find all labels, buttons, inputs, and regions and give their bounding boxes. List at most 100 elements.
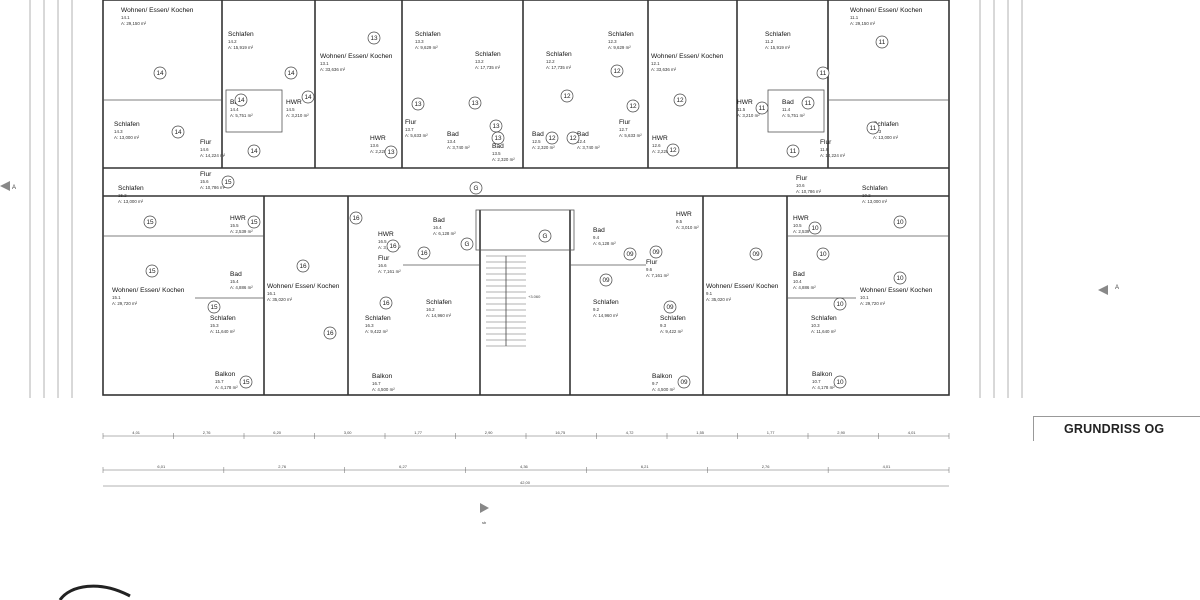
unit-badge-label: 09: [626, 251, 634, 258]
unit-badge: 14: [247, 144, 261, 158]
room-name: Schlafen: [608, 31, 634, 38]
room-number: 14.1: [121, 15, 130, 20]
unit-badge-label: 11: [790, 148, 797, 155]
unit-badge-label: 11: [805, 100, 812, 107]
room-name: Flur: [619, 119, 631, 126]
room-name: Schlafen: [873, 121, 899, 128]
room-name: Balkon: [812, 371, 832, 378]
dimension-value: 1,55: [696, 430, 705, 435]
unit-badge-label: 12: [569, 135, 577, 142]
room-name: HWR: [230, 215, 246, 222]
unit-badge: 15: [143, 215, 157, 229]
unit-badge-label: 15: [146, 219, 154, 226]
room-area: A: 15,919 m²: [228, 45, 254, 50]
room-area: A: 5,751 m²: [230, 113, 253, 118]
room-area: A: 15,919 m²: [765, 45, 791, 50]
unit-badge-label: 13: [387, 149, 395, 156]
room-area: A: 9,629 m²: [608, 45, 631, 50]
room-area: A: 4,886 m²: [230, 285, 253, 290]
unit-badge-label: 15: [148, 268, 156, 275]
room-area: A: 2,320 m²: [532, 145, 555, 150]
room-name: Balkon: [372, 373, 392, 380]
unit-badge: 15: [239, 375, 253, 389]
unit-badge-label: 15: [242, 379, 250, 386]
room-number: 11.2: [765, 39, 774, 44]
room-name: Schlafen: [593, 299, 619, 306]
room-area: A: 2,228 m²: [652, 149, 675, 154]
room-name: Wohnen/ Essen/ Kochen: [651, 53, 724, 60]
room-name: Flur: [200, 139, 212, 146]
room-name: Wohnen/ Essen/ Kochen: [121, 7, 194, 14]
unit-badge-label: 16: [382, 300, 390, 307]
room-area: A: 13,000 m²: [114, 135, 140, 140]
room-area: A: 14,960 m²: [593, 313, 619, 318]
section-arrow-left-icon: [0, 181, 10, 191]
unit-badge-label: 12: [563, 93, 571, 100]
unit-badge: 11: [786, 144, 800, 158]
room-area: A: 9,629 m²: [415, 45, 438, 50]
unit-badge: 15: [145, 264, 159, 278]
room-area: A: 14,960 m²: [426, 313, 452, 318]
unit-badge-label: 12: [669, 147, 677, 154]
section-label-left: A: [12, 185, 16, 191]
unit-badge: 09: [623, 247, 637, 261]
section-arrow-right-icon: [1098, 285, 1108, 295]
room-number: 12.4: [577, 139, 586, 144]
room-number: 9.6: [646, 267, 653, 272]
room-name: Schlafen: [811, 315, 837, 322]
room-name: Bad: [593, 227, 605, 234]
unit-badge-label: 15: [250, 219, 258, 226]
unit-badge: 14: [171, 125, 185, 139]
room-area: A: 7,161 m²: [378, 269, 401, 274]
room-name: HWR: [652, 135, 668, 142]
unit-badge-label: 11: [879, 39, 886, 46]
common-area-badge: G: [460, 237, 474, 251]
room-number: 11.6: [820, 147, 829, 152]
room-area: A: 35,020 m²: [267, 297, 293, 302]
unit-badge-label: 15: [210, 304, 218, 311]
unit-badge: 12: [610, 64, 624, 78]
room-number: 9.2: [593, 307, 600, 312]
room-area: A: 4,178 m²: [812, 385, 835, 390]
room-number: 12.5: [532, 139, 541, 144]
room-name: Schlafen: [660, 315, 686, 322]
room-area: A: 29,720 m²: [112, 301, 138, 306]
section-label-bottom: sb: [482, 520, 487, 525]
room-number: 11.4: [782, 107, 791, 112]
room-number: 15.3: [210, 323, 219, 328]
room-name: HWR: [370, 135, 386, 142]
room-name: Wohnen/ Essen/ Kochen: [267, 283, 340, 290]
dimension-value: 2,76: [203, 430, 212, 435]
drawing-title: GRUNDRISS OG: [1064, 422, 1165, 436]
unit-badge: 11: [816, 66, 830, 80]
room-area: A: 14,224 m²: [200, 153, 226, 158]
room-name: Flur: [200, 171, 212, 178]
dimension-value: 2,90: [485, 430, 494, 435]
common-area-badge-label: G: [543, 233, 548, 240]
room-area: A: 2,228 m²: [370, 149, 393, 154]
room-name: HWR: [676, 211, 692, 218]
building-walls: [102, 0, 950, 396]
dimension-value: 1,77: [414, 430, 423, 435]
dimension-value: 3,00: [344, 430, 353, 435]
room-number: 13.4: [447, 139, 456, 144]
unit-badge-label: 16: [326, 330, 334, 337]
room-number: 10.1: [860, 295, 869, 300]
room-name: Schlafen: [228, 31, 254, 38]
room-number: 14.2: [228, 39, 237, 44]
